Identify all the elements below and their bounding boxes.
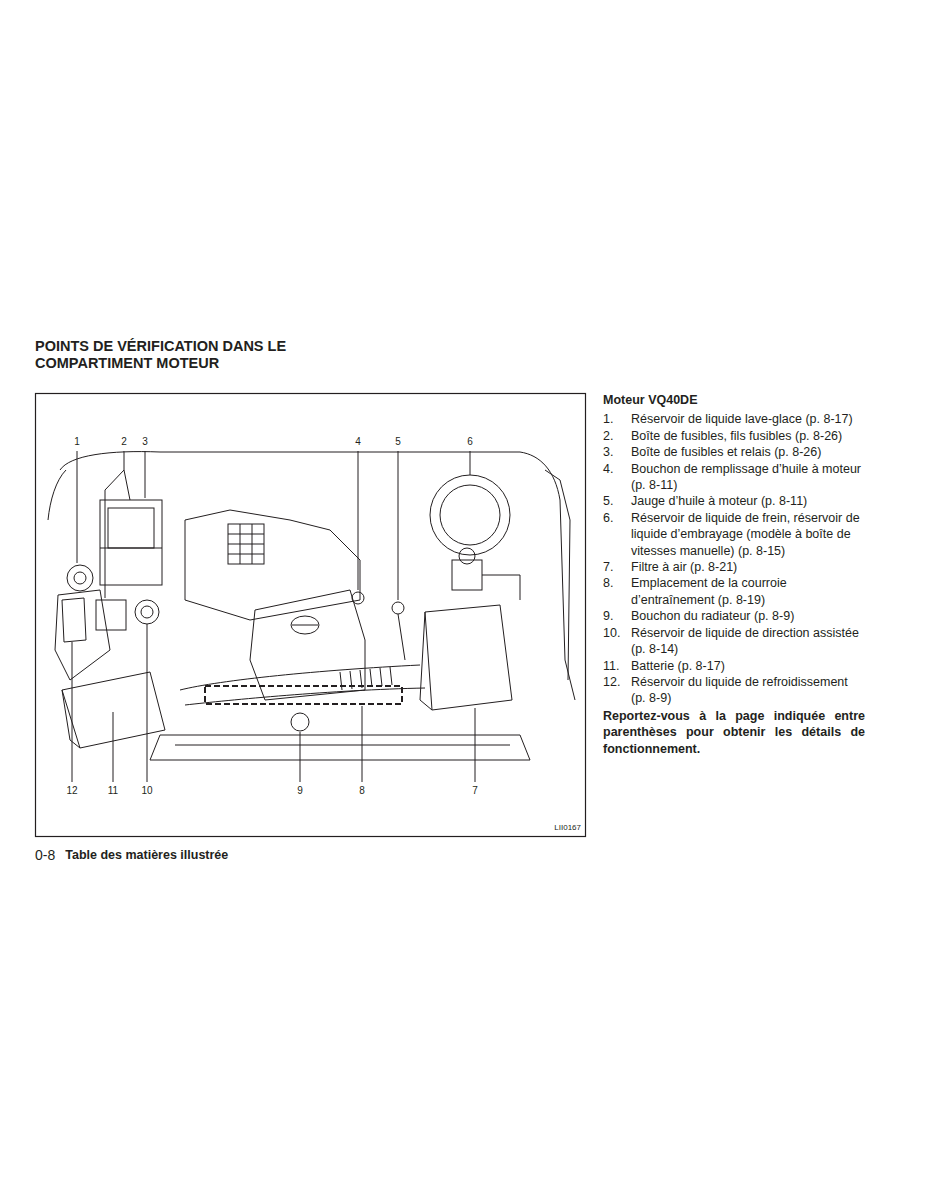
callout-number: 12 — [65, 785, 78, 797]
item-text: Bouchon de remplissage d’huile à moteur … — [631, 461, 865, 494]
item-text: Bouchon du radiateur (p. 8-9) — [631, 608, 865, 624]
footer-title: Table des matières illustrée — [65, 848, 228, 862]
list-item: 12.Réservoir du liquide de refroidisseme… — [603, 674, 865, 707]
callout-number: 10 — [140, 785, 153, 797]
list-item: 9.Bouchon du radiateur (p. 8-9) — [603, 608, 865, 624]
item-number: 5. — [603, 493, 631, 509]
callout-number: 5 — [394, 436, 402, 448]
list-item: 8.Emplacement de la courroie d’entraînem… — [603, 575, 865, 608]
item-number: 4. — [603, 461, 631, 494]
list-item: 3.Boîte de fusibles et relais (p. 8-26) — [603, 444, 865, 460]
item-number: 1. — [603, 411, 631, 427]
item-number: 6. — [603, 510, 631, 559]
figure-code: LII0167 — [554, 823, 581, 832]
list-item: 4.Bouchon de remplissage d’huile à moteu… — [603, 461, 865, 494]
callout-number: 7 — [471, 785, 479, 797]
list-item: 2.Boîte de fusibles, fils fusibles (p. 8… — [603, 428, 865, 444]
callout-number: 2 — [120, 436, 128, 448]
item-text: Boîte de fusibles et relais (p. 8-26) — [631, 444, 865, 460]
item-text: Jauge d’huile à moteur (p. 8-11) — [631, 493, 865, 509]
note-text: Reportez-vous à la page indiquée entre p… — [603, 708, 865, 757]
legend-column: Moteur VQ40DE 1.Réservoir de liquide lave… — [603, 392, 865, 757]
list-item: 10.Réservoir de liquide de direction ass… — [603, 625, 865, 658]
item-text: Emplacement de la courroie d’entraînemen… — [631, 575, 865, 608]
item-text: Réservoir de liquide de frein, réservoir… — [631, 510, 865, 559]
callout-number: 1 — [73, 436, 81, 448]
item-number: 7. — [603, 559, 631, 575]
item-text: Batterie (p. 8-17) — [631, 658, 865, 674]
callout-number: 8 — [358, 785, 366, 797]
page-title: POINTS DE VÉRIFICATION DANS LE COMPARTIM… — [35, 338, 325, 372]
item-number: 3. — [603, 444, 631, 460]
item-number: 10. — [603, 625, 631, 658]
list-item: 7.Filtre à air (p. 8-21) — [603, 559, 865, 575]
item-number: 11. — [603, 658, 631, 674]
callout-number: 6 — [466, 436, 474, 448]
callout-number: 3 — [141, 436, 149, 448]
callout-number: 9 — [296, 785, 304, 797]
item-text: Filtre à air (p. 8-21) — [631, 559, 865, 575]
list-item: 11.Batterie (p. 8-17) — [603, 658, 865, 674]
item-number: 9. — [603, 608, 631, 624]
item-text: Boîte de fusibles, fils fusibles (p. 8-2… — [631, 428, 865, 444]
list-item: 5.Jauge d’huile à moteur (p. 8-11) — [603, 493, 865, 509]
list-item: 6.Réservoir de liquide de frein, réservo… — [603, 510, 865, 559]
item-number: 2. — [603, 428, 631, 444]
item-text: Réservoir de liquide lave-glace (p. 8-17… — [631, 411, 865, 427]
item-number: 12. — [603, 674, 631, 707]
callout-number: 4 — [354, 436, 362, 448]
item-text: Réservoir de liquide de direction assist… — [631, 625, 865, 658]
section-heading: Moteur VQ40DE — [603, 392, 865, 408]
item-text: Réservoir du liquide de refroidissement … — [631, 674, 865, 707]
list-item: 1.Réservoir de liquide lave-glace (p. 8-… — [603, 411, 865, 427]
item-number: 8. — [603, 575, 631, 608]
page-number: 0-8 — [35, 847, 55, 863]
callout-number: 11 — [107, 785, 119, 797]
